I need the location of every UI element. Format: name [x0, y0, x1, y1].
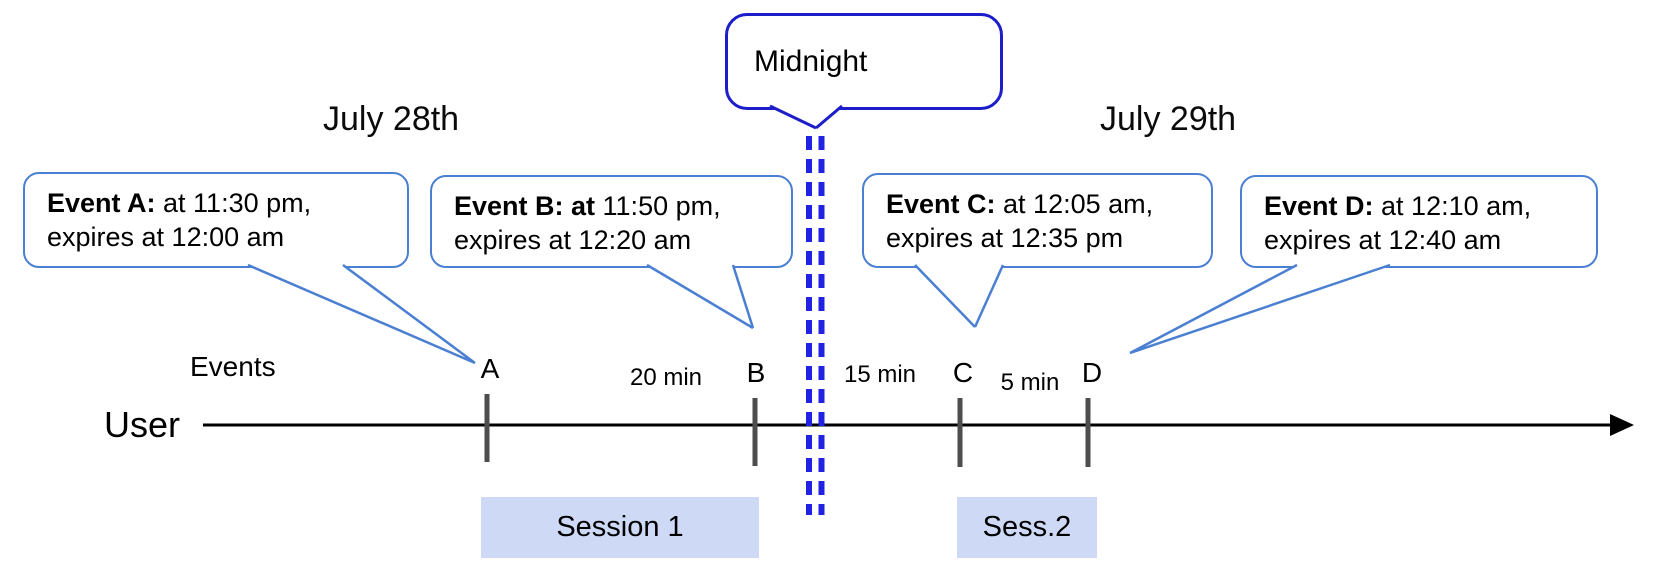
event-d-title: Event D:: [1264, 191, 1382, 221]
event-d-line1: Event D: at 12:10 am,: [1264, 189, 1596, 223]
event-b-time: 11:50 pm,: [595, 191, 721, 221]
event-marker-b: B: [746, 357, 766, 388]
event-b-expiry: expires at 12:20 am: [454, 225, 692, 255]
date-july-29: July 29th: [1100, 100, 1237, 138]
event-c-time: at 12:05 am,: [995, 189, 1154, 219]
event-b-line1: Event B: at 11:50 pm,: [454, 189, 791, 223]
interval-20min: 20 min: [629, 364, 703, 391]
event-d-tail: [1129, 263, 1391, 355]
event-d-time: at 12:10 am,: [1381, 191, 1532, 221]
event-b-callout: Event B: at 11:50 pm, expires at 12:20 a…: [430, 175, 793, 268]
timeline-arrowhead-icon: [1610, 414, 1634, 436]
event-a-tail: [247, 263, 476, 365]
midnight-dashed-line: [806, 136, 825, 515]
date-july-28: July 28th: [323, 100, 460, 138]
event-c-callout: Event C: at 12:05 am, expires at 12:35 p…: [862, 173, 1213, 268]
event-a-line1: Event A: at 11:30 pm,: [47, 186, 407, 220]
event-a-title: Event A:: [47, 188, 156, 218]
user-axis-label: User: [104, 404, 181, 445]
session-1-box: Session 1: [481, 497, 759, 558]
event-d-expiry: expires at 12:40 am: [1264, 225, 1502, 255]
event-marker-a: A: [480, 353, 500, 384]
interval-15min: 15 min: [843, 361, 917, 388]
event-ticks: [484, 394, 1091, 467]
event-a-callout: Event A: at 11:30 pm, expires at 12:00 a…: [23, 172, 409, 268]
session-2-label: Sess.2: [982, 511, 1072, 543]
midnight-label: Midnight: [754, 44, 868, 78]
event-marker-d: D: [1081, 357, 1103, 388]
session-1-label: Session 1: [556, 511, 684, 543]
event-b-title: Event B: at: [454, 191, 596, 221]
event-marker-c: C: [952, 357, 974, 388]
midnight-bubble: Midnight: [725, 13, 1003, 110]
event-a-expiry: expires at 12:00 am: [47, 222, 285, 252]
event-a-time: at 11:30 pm,: [155, 188, 312, 218]
event-c-line1: Event C: at 12:05 am,: [886, 187, 1211, 221]
interval-5min: 5 min: [1000, 369, 1060, 396]
event-c-title: Event C:: [886, 189, 996, 219]
events-row-label: Events: [190, 351, 276, 382]
session-2-box: Sess.2: [957, 497, 1097, 558]
event-d-callout: Event D: at 12:10 am, expires at 12:40 a…: [1240, 175, 1598, 268]
event-c-expiry: expires at 12:35 pm: [886, 223, 1124, 253]
event-b-tail: [646, 263, 755, 330]
event-c-tail: [914, 264, 1005, 328]
